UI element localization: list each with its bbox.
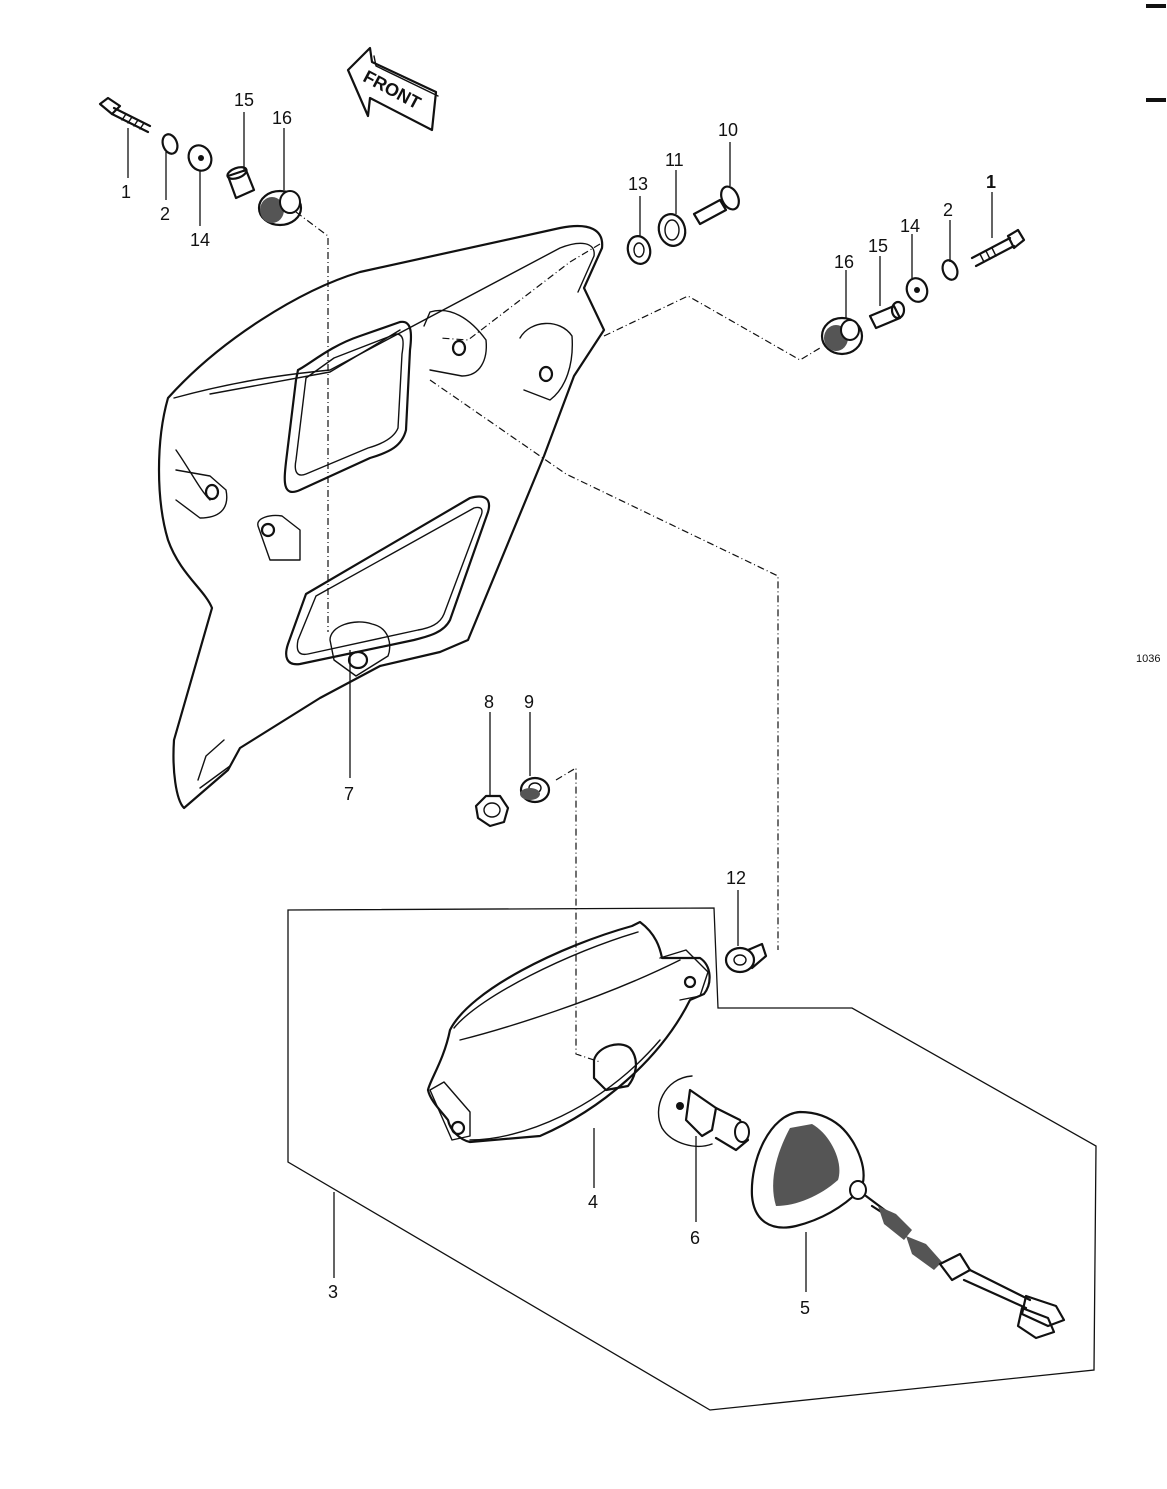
callout-2-right: 2	[943, 200, 953, 220]
assembly-bracket-3	[287, 907, 1097, 1411]
grommet-left	[257, 189, 303, 227]
collar-right	[868, 300, 906, 330]
callout-16-right: 16	[834, 252, 854, 272]
callout-6: 6	[690, 1228, 700, 1248]
callout-15-left: 15	[234, 90, 254, 110]
bolt-right	[970, 228, 1026, 268]
lamp-housing	[426, 920, 711, 1144]
cover-panel	[157, 224, 606, 810]
callout-5: 5	[800, 1298, 810, 1318]
callout-9: 9	[524, 692, 534, 712]
leader-lines	[127, 112, 993, 1292]
washer-11	[657, 213, 687, 247]
grommet-12	[724, 942, 768, 974]
callout-14-right: 14	[900, 216, 920, 236]
callout-numbers: 1 2 14 15 16 13 11 10 16 15 14 2 1 7 8 9…	[121, 90, 996, 1318]
callout-4: 4	[588, 1192, 598, 1212]
callout-16-left: 16	[272, 108, 292, 128]
callout-10: 10	[718, 120, 738, 140]
callout-1-left: 1	[121, 182, 131, 202]
callout-7: 7	[344, 784, 354, 804]
callout-12: 12	[726, 868, 746, 888]
washer-9	[519, 776, 551, 804]
screw-10	[692, 185, 740, 226]
callout-1-right: 1	[986, 172, 996, 192]
lamp-socket-assembly	[750, 1110, 1066, 1340]
flat-washer-right	[905, 277, 929, 303]
bulb	[657, 1075, 750, 1152]
front-direction-arrow: FRONT	[346, 46, 439, 132]
callout-3: 3	[328, 1282, 338, 1302]
flange-nut-8	[474, 794, 510, 828]
collar-left	[226, 166, 256, 200]
callout-11: 11	[665, 150, 684, 170]
right-mounting-hardware	[820, 228, 1026, 356]
flat-washer-left	[187, 144, 213, 172]
left-mounting-hardware	[98, 96, 303, 227]
callout-13: 13	[628, 174, 648, 194]
lock-washer-right	[941, 259, 959, 281]
alignment-lines	[295, 211, 821, 1063]
callout-15-right: 15	[868, 236, 888, 256]
callout-8: 8	[484, 692, 494, 712]
grommet-right	[820, 316, 864, 356]
figure-code: 1036	[1136, 653, 1160, 665]
callout-14-left: 14	[190, 230, 210, 250]
right-top-hardware	[626, 185, 740, 265]
bolt-left	[98, 96, 152, 134]
lock-washer-left	[161, 133, 179, 155]
nut-13	[626, 235, 652, 265]
page-edge-marks	[1146, 4, 1166, 102]
callout-2-left: 2	[160, 204, 170, 224]
